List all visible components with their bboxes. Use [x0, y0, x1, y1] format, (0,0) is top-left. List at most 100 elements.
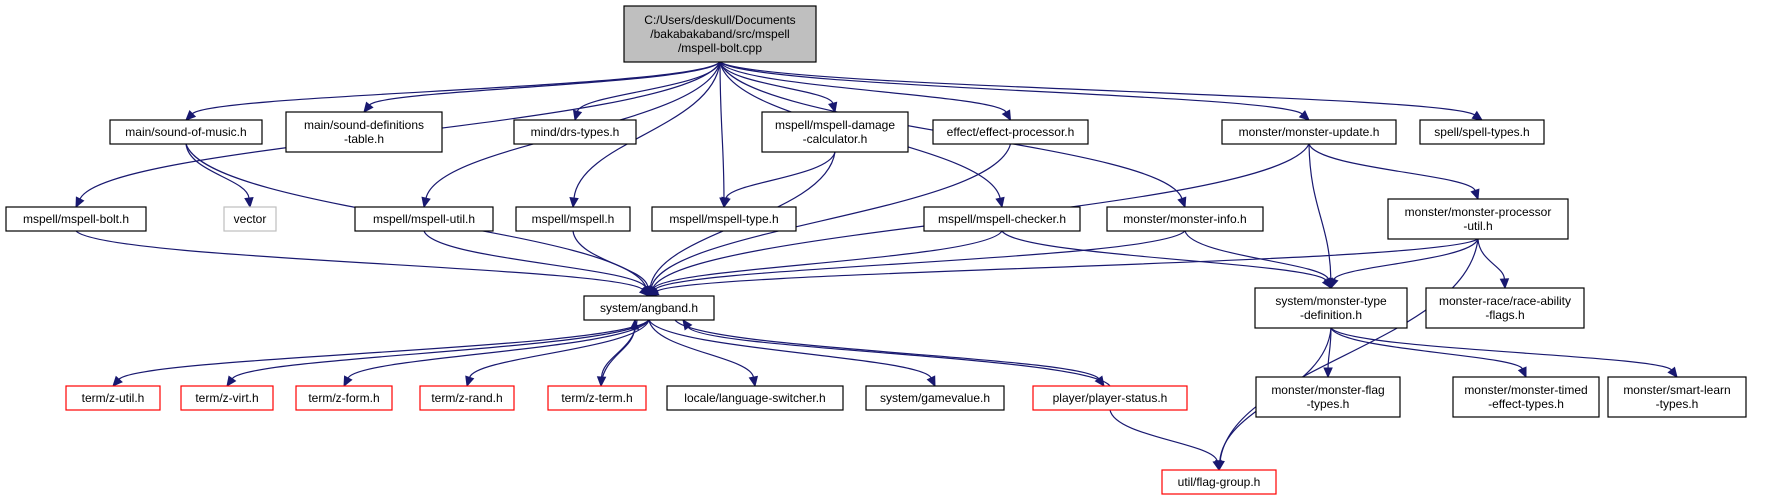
edge-monster_proc_util-to-angband [647, 238, 1479, 297]
edge-line [347, 319, 650, 379]
edge-line [572, 230, 649, 288]
node-label: mspell/mspell-damage [775, 118, 895, 132]
edge-angband-to-lang_switch [648, 319, 759, 388]
edge-angband-to-z_util [112, 319, 650, 387]
node-label: mspell/mspell-checker.h [938, 212, 1066, 226]
arrowhead-icon [1471, 110, 1484, 121]
node-mspell-bolt-h[interactable]: mspell/mspell-bolt.h [5, 206, 147, 232]
node-z-rand[interactable]: term/z-rand.h [419, 385, 515, 411]
node-box [1387, 198, 1569, 240]
node-sound-music[interactable]: main/sound-of-music.h [109, 119, 263, 145]
node-player-status[interactable]: player/player-status.h [1032, 385, 1188, 411]
node-label: locale/language-switcher.h [684, 391, 825, 405]
edge-line [1333, 238, 1479, 280]
arrowhead-icon [1323, 367, 1333, 379]
node-label: system/gamevalue.h [880, 391, 990, 405]
node-mspell-damage[interactable]: mspell/mspell-damage-calculator.h [761, 111, 909, 153]
node-box [180, 385, 274, 411]
arrowhead-icon [1517, 366, 1527, 379]
edge-line [719, 61, 1475, 116]
edge-line [1330, 327, 1523, 370]
edge-sound_music-to-vector [185, 143, 254, 209]
node-lang-switch[interactable]: locale/language-switcher.h [666, 385, 844, 411]
node-box [515, 206, 631, 232]
edge-line [687, 326, 1111, 387]
arrowhead-icon [244, 197, 254, 209]
node-gamevalue[interactable]: system/gamevalue.h [865, 385, 1005, 411]
edge-monster_proc_util-to-race_ability [1477, 238, 1510, 290]
edge-root-to-monster_update [719, 61, 1310, 121]
node-monster-update[interactable]: monster/monster-update.h [1221, 119, 1397, 145]
node-box [932, 119, 1089, 145]
node-label: monster-race/race-ability [1439, 294, 1571, 308]
node-z-form[interactable]: term/z-form.h [295, 385, 393, 411]
node-label: main/sound-definitions [304, 118, 424, 132]
node-drs-types[interactable]: mind/drs-types.h [513, 119, 637, 145]
node-monster-proc-util[interactable]: monster/monster-processor-util.h [1387, 198, 1569, 240]
node-box [583, 295, 715, 321]
arrowhead-icon [721, 196, 731, 209]
node-label: -table.h [344, 132, 384, 146]
arrowhead-icon [682, 319, 693, 331]
node-monster-flag-types[interactable]: monster/monster-flag-types.h [1255, 376, 1401, 418]
node-box [1607, 376, 1747, 418]
edge-mspell_h-to-angband [572, 230, 653, 298]
edge-line [469, 319, 650, 378]
node-z-term[interactable]: term/z-term.h [547, 385, 647, 411]
node-sound-defs[interactable]: main/sound-definitions-table.h [285, 111, 443, 153]
node-z-util[interactable]: term/z-util.h [65, 385, 161, 411]
node-label: -types.h [1307, 397, 1350, 411]
node-race-ability[interactable]: monster-race/race-ability-flags.h [1425, 287, 1585, 329]
node-box [1221, 119, 1397, 145]
edge-line [653, 230, 1003, 289]
edge-line [1109, 409, 1218, 462]
node-monster-timed[interactable]: monster/monster-timed-effect-types.h [1452, 376, 1600, 418]
edge-monster_type_def-to-monster_flag_types [1323, 327, 1333, 379]
edge-line [423, 230, 647, 288]
node-flag-group[interactable]: util/flag-group.h [1161, 469, 1277, 495]
node-label: mspell/mspell-util.h [373, 212, 475, 226]
arrowhead-icon [647, 286, 660, 297]
node-spell-types[interactable]: spell/spell-types.h [1419, 119, 1545, 145]
node-mspell-checker[interactable]: mspell/mspell-checker.h [923, 206, 1081, 232]
edge-mspell_damage-to-mspell_type [721, 151, 836, 209]
edge-line [1219, 238, 1479, 462]
node-smart-learn[interactable]: monster/smart-learn-types.h [1607, 376, 1747, 418]
edge-line [1477, 238, 1506, 280]
arrowhead-icon [569, 197, 579, 209]
node-label: term/z-virt.h [195, 391, 258, 405]
node-label: mspell/mspell-type.h [669, 212, 778, 226]
node-mspell-util[interactable]: mspell/mspell-util.h [354, 206, 494, 232]
node-z-virt[interactable]: term/z-virt.h [180, 385, 274, 411]
edge-line [231, 319, 650, 380]
arrowhead-icon [1177, 196, 1187, 209]
node-box [109, 119, 263, 145]
edge-root-to-effect_proc [719, 61, 1012, 122]
edge-line [719, 61, 834, 104]
node-label: term/z-term.h [561, 391, 632, 405]
node-monster-info[interactable]: monster/monster-info.h [1106, 206, 1264, 232]
node-vector[interactable]: vector [223, 206, 277, 232]
node-effect-proc[interactable]: effect/effect-processor.h [932, 119, 1089, 145]
node-box [1161, 469, 1277, 495]
edge-line [1308, 143, 1332, 280]
edge-player_status-to-angband [682, 319, 1111, 387]
node-mspell-h[interactable]: mspell/mspell.h [515, 206, 631, 232]
node-monster-type-def[interactable]: system/monster-type-definition.h [1254, 287, 1408, 329]
node-box [1255, 376, 1401, 418]
node-box [865, 385, 1005, 411]
node-angband[interactable]: system/angband.h [583, 295, 715, 321]
arrowhead-icon [748, 375, 759, 388]
arrowhead-icon [1470, 188, 1480, 201]
edge-mspell_checker-to-monster_type_def [1001, 230, 1332, 290]
node-box [65, 385, 161, 411]
node-label: mspell/mspell-bolt.h [23, 212, 129, 226]
edge-line [656, 238, 1479, 292]
arrowhead-icon [226, 375, 237, 388]
node-box [5, 206, 147, 232]
edge-angband-to-z_virt [226, 319, 650, 388]
node-mspell-type[interactable]: mspell/mspell-type.h [651, 206, 797, 232]
node-label: /bakabakaband/src/mspell [650, 27, 789, 41]
edge-line [725, 151, 836, 199]
arrowhead-icon [572, 109, 583, 122]
